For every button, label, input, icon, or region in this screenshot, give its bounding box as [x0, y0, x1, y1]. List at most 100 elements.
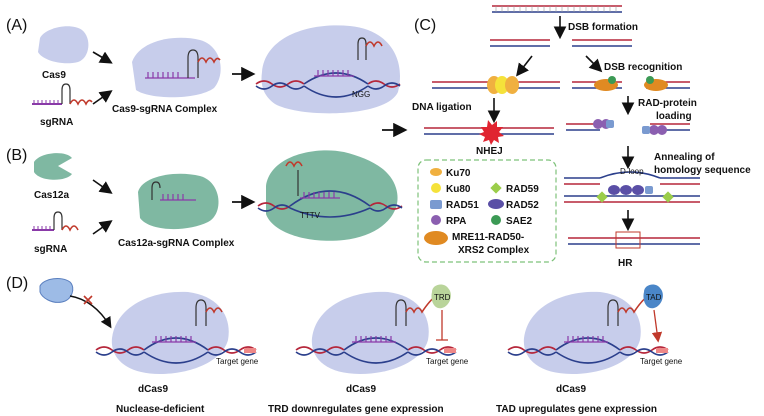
- pam-b: TTTV: [300, 211, 321, 220]
- sgrna-b-label: sgRNA: [34, 244, 67, 255]
- legend-label-mrn-2: XRS2 Complex: [458, 245, 530, 256]
- cas9-complex-rna: [145, 72, 195, 79]
- legend-item-rad52: RAD52: [488, 199, 539, 211]
- cas12a-bound-shape: [266, 150, 398, 241]
- rad-loaded-dna: [566, 119, 690, 135]
- dloop-label: D-loop: [620, 167, 644, 176]
- dsb-formation-label: DSB formation: [568, 22, 638, 33]
- panel-b: Cas12a sgRNA Cas12a-sgRNA Complex TTTV: [32, 150, 403, 255]
- cas12a-label: Cas12a: [34, 190, 69, 201]
- cas12a-complex-label: Cas12a-sgRNA Complex: [118, 238, 235, 249]
- legend-box: [417, 159, 557, 263]
- legend: Ku70 Ku80 RAD59 RAD51 RAD52 RPA: [424, 168, 539, 256]
- dna-d1-blue: [95, 348, 257, 356]
- dcas9-1-label: dCas9: [138, 384, 168, 395]
- legend-label-rad52: RAD52: [506, 200, 539, 211]
- rad-loading-label-2: loading: [656, 111, 692, 122]
- caption-1: Nuclease-deficient: [116, 404, 205, 415]
- dna-a-right: [255, 82, 401, 90]
- dna-c-broken: [490, 39, 632, 47]
- cas12a-complex-shape: [138, 173, 219, 230]
- tail-d2: [405, 295, 437, 314]
- guide-d2: [352, 336, 396, 343]
- nhej-dna: [424, 120, 554, 145]
- sgrna-a-shape: [32, 83, 93, 106]
- tail-d1: [205, 307, 223, 314]
- dcas9-2-label: dCas9: [346, 384, 376, 395]
- cas9-protein-shape: [38, 26, 89, 64]
- tad-shape: [643, 284, 663, 309]
- hr-dna: [568, 231, 700, 249]
- dna-b-bubble: [289, 190, 371, 218]
- dcas9-2-shape: [311, 291, 429, 374]
- trd-shape: [431, 284, 451, 309]
- legend-label-ku80: Ku80: [446, 184, 471, 195]
- guide-a: [314, 70, 354, 77]
- legend-item-rad59: RAD59: [490, 182, 539, 195]
- dna-d2-blue: [295, 348, 457, 356]
- arrow-b1: [92, 179, 113, 194]
- target-gene-1-label: Target gene: [216, 357, 259, 366]
- dloop-dna: [564, 171, 700, 203]
- dna-b-right: [257, 204, 403, 212]
- cas9-complex-label: Cas9-sgRNA Complex: [112, 104, 218, 115]
- arrow-a2: [92, 90, 113, 105]
- arrow-b2: [92, 220, 113, 235]
- cas12a-complex-stemloop: [151, 181, 161, 200]
- guide-b: [300, 192, 340, 199]
- cas12a-complex-rna: [160, 194, 196, 201]
- stemloop-a: [357, 37, 367, 60]
- legend-item-rpa: RPA: [431, 215, 466, 227]
- arrow-nhej-branch: [516, 55, 533, 77]
- trd-label: TRD: [434, 293, 451, 302]
- target-gene-2-box: [444, 348, 456, 353]
- annealing-label-2: homology sequence: [654, 165, 751, 176]
- dna-d1-red: [95, 346, 257, 354]
- legend-item-rad51: RAD51: [430, 200, 479, 211]
- caption-2: TRD downregulates gene expression: [268, 404, 444, 415]
- panel-a: Cas9 sgRNA Cas9-sgRNA Complex NGG: [32, 25, 401, 128]
- guide-d3: [564, 336, 608, 343]
- ku-bound-dna: [432, 76, 560, 94]
- nuclease-icon: [39, 278, 74, 303]
- hr-label: HR: [618, 258, 633, 269]
- dna-d3-red: [507, 346, 669, 354]
- dna-ligation-label: DNA ligation: [412, 102, 472, 113]
- panel-d: Target gene dCas9 Nuclease-deficient TRD…: [39, 278, 683, 415]
- cas9-label: Cas9: [42, 70, 66, 81]
- arrow-a1: [92, 51, 113, 64]
- panel-c: DSB formation DSB recognition DNA ligati…: [412, 5, 751, 269]
- dcas9-1-shape: [111, 291, 229, 374]
- legend-label-rad59: RAD59: [506, 184, 539, 195]
- legend-item-mrn: MRE11-RAD50- XRS2 Complex: [424, 231, 530, 256]
- dcas9-3-shape: [523, 291, 641, 374]
- stemloop-d3: [607, 299, 619, 326]
- panel-label-c: (C): [414, 17, 436, 34]
- tad-label: TAD: [646, 293, 662, 302]
- cas9-complex-stemloop: [187, 49, 199, 78]
- target-gene-3-label: Target gene: [640, 357, 683, 366]
- sgrna-a-label: sgRNA: [40, 117, 73, 128]
- cas9-complex-shape: [132, 37, 221, 98]
- target-gene-3-box: [656, 348, 668, 353]
- cross-icon: [83, 295, 93, 305]
- dna-b-left: [257, 202, 403, 210]
- legend-item-ku80: Ku80: [431, 183, 471, 195]
- annealing-label-1: Annealing of: [654, 152, 715, 163]
- dna-c-top: [492, 5, 622, 13]
- stemloop-d1: [195, 299, 207, 326]
- legend-item-sae2: SAE2: [491, 215, 533, 227]
- legend-label-sae2: SAE2: [506, 216, 533, 227]
- panel-label-b: (B): [6, 147, 27, 164]
- dsb-recognition-label: DSB recognition: [604, 62, 682, 73]
- repression-symbol: [436, 310, 448, 341]
- legend-label-mrn-1: MRE11-RAD50-: [452, 232, 524, 243]
- dna-a-left: [255, 80, 401, 88]
- dna-d3-blue: [507, 348, 669, 356]
- legend-item-ku70: Ku70: [430, 168, 471, 179]
- target-gene-2-label: Target gene: [426, 357, 469, 366]
- tail-a: [365, 41, 383, 48]
- stemloop-d2: [395, 299, 407, 326]
- rad-loading-label-1: RAD-protein: [638, 98, 697, 109]
